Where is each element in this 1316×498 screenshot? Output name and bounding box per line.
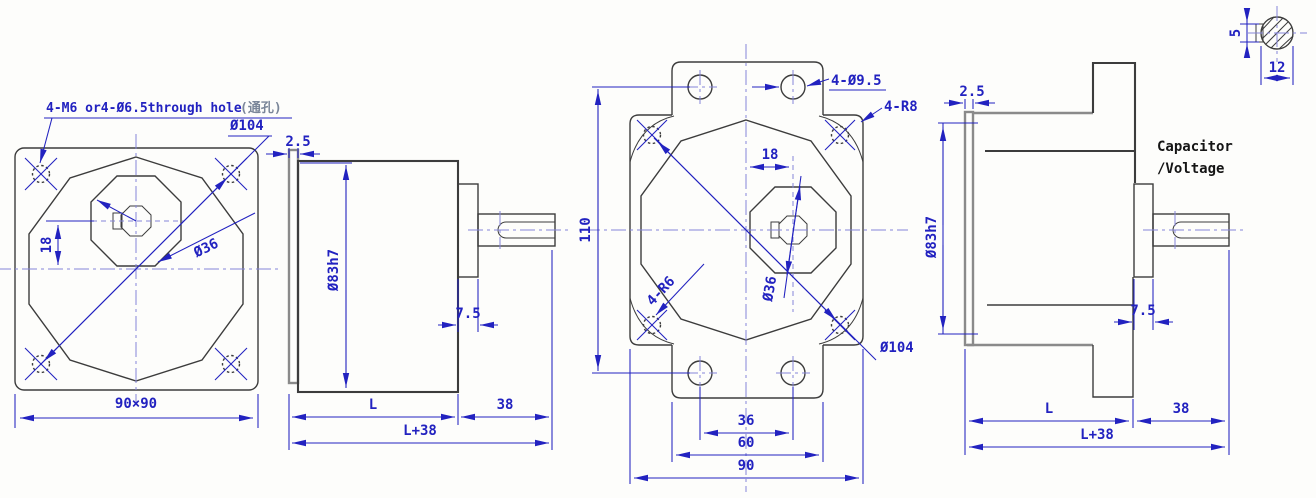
dim-total-length-label: L+38 [403,423,437,439]
dim-shaft-length-label: 38 [1173,401,1190,417]
hole-note-label: 4-M6 or4-Ø6.5through hole [46,101,242,116]
dim-flat-label: 5 [1228,29,1244,37]
capacitor-label-line1: Capacitor [1157,139,1233,155]
dim-tab-width-label: 60 [738,435,755,451]
capacitor-label-line2: /Voltage [1157,161,1224,177]
dim-shaft-diameter-label: 12 [1269,60,1286,76]
dim-bolt-circle-label: Ø104 [229,118,264,134]
note-corner-radius-label: 4-R8 [884,99,918,115]
dim-boss-diameter-label: Ø36 [760,275,780,304]
hole-note-cn-label: (通孔) [240,100,282,116]
front-view-square-flange: Ø104 Ø36 18 90×90 4-M6 or4-Ø6.5through h… [0,100,292,428]
dim-flange-thickness-label: 2.5 [285,134,310,150]
note-inner-radius-label: 4-R6 [644,273,679,309]
note-tab-holes-label: 4-Ø9.5 [831,73,882,89]
corner-holes [636,119,856,341]
dim-pilot-diameter-label: Ø83h7 [326,249,342,292]
dim-hole-span-label: 110 [578,217,594,242]
dim-body-length-label: L [369,397,377,413]
dim-shaft-offset-label: 18 [762,147,779,163]
shaft-section-detail: 5 12 [1228,6,1307,85]
dim-tab-hole-pitch-label: 36 [738,413,755,429]
side-view-capacitor: Capacitor /Voltage 2.5 Ø83h7 7.5 L 38 [924,61,1245,455]
dim-shaft-offset-label: 18 [39,237,55,254]
dim-boss-diameter-label: Ø36 [190,236,221,262]
tab-holes [683,70,810,390]
dim-body-length-label: L [1045,401,1053,417]
dim-pilot-diameter-label: Ø83h7 [924,216,940,259]
dim-base-size-label: 90×90 [115,396,157,412]
dim-total-length-label: L+38 [1080,427,1114,443]
side-view-plain: 2.5 Ø83h7 7.5 L 38 L+38 [266,134,568,450]
dim-bolt-circle-label: Ø104 [879,340,914,356]
dim-shaft-length-label: 38 [497,397,514,413]
hatching [1260,16,1294,50]
dim-boss-length-label: 7.5 [1130,303,1155,319]
front-view-tab-flange: Ø104 Ø36 18 110 4-Ø9.5 4-R8 4-R6 36 [578,44,918,492]
dim-body-width-label: 90 [738,458,755,474]
dim-flange-thickness-label: 2.5 [959,84,984,100]
dim-boss-length-label: 7.5 [455,306,480,322]
